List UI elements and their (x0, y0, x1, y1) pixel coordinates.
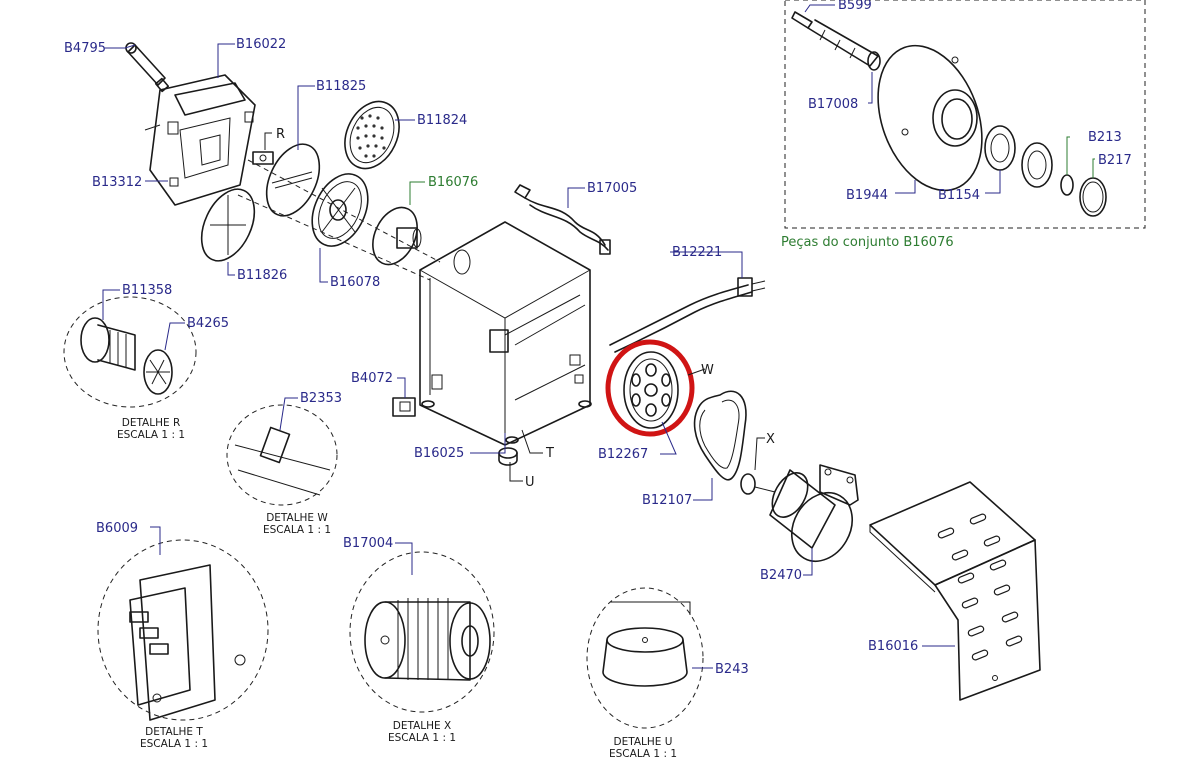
detail-r-scale: ESCALA 1 : 1 (117, 429, 185, 441)
hopper-b16022-part (144, 74, 256, 206)
slicer-disc-b11825-part (265, 143, 321, 217)
label-b16022: B16022 (236, 37, 286, 52)
shaft-b599-part (791, 11, 881, 71)
detail-w-title: DETALHE W (266, 512, 328, 524)
label-b11358: B11358 (122, 283, 172, 298)
disc-b11826-part (200, 188, 256, 262)
label-b17005: B17005 (587, 181, 637, 196)
label-b12221: B12221 (672, 245, 722, 260)
power-cable-b12221-part (609, 277, 766, 353)
detail-r-title: DETALHE R (122, 417, 181, 429)
label-b2470: B2470 (760, 568, 802, 583)
detail-u-title: DETALHE U (614, 736, 673, 748)
pulley-b12267-part (623, 351, 679, 429)
circlip-b217-part (1079, 177, 1107, 217)
snap-ring-b213-part (1060, 174, 1074, 196)
label-b12107: B12107 (642, 493, 692, 508)
label-r: R (276, 127, 285, 142)
label-b16025: B16025 (414, 446, 464, 461)
detail-u-view: DETALHE U ESCALA 1 : 1 (586, 587, 704, 760)
wire-harness-b17005-part (514, 184, 611, 255)
label-t: T (545, 446, 554, 461)
inset-caption: Peças do conjunto B16076 (781, 235, 954, 250)
grater-disc-b11824-part (344, 100, 400, 170)
part-labels: B4795 B16022 B11825 B11824 R B13312 B160… (64, 37, 918, 677)
label-b2353: B2353 (300, 391, 342, 406)
leader-lines (102, 43, 955, 669)
label-b6009: B6009 (96, 521, 138, 536)
label-x: X (766, 432, 775, 447)
label-b17004: B17004 (343, 536, 393, 551)
detail-w-scale: ESCALA 1 : 1 (263, 524, 331, 536)
label-b11826: B11826 (237, 268, 287, 283)
detail-x-scale: ESCALA 1 : 1 (388, 732, 456, 744)
belt-b12107-part (693, 390, 747, 481)
detail-w-view: DETALHE W ESCALA 1 : 1 (226, 404, 338, 536)
detail-x-title: DETALHE X (393, 720, 451, 732)
label-b4795: B4795 (64, 41, 106, 56)
detail-x-view: DETALHE X ESCALA 1 : 1 (349, 551, 495, 744)
foot-u-part (498, 447, 518, 466)
detail-t-title: DETALHE T (145, 726, 203, 738)
label-b13312: B13312 (92, 175, 142, 190)
label-b12267: B12267 (598, 447, 648, 462)
label-b11824: B11824 (417, 113, 467, 128)
detail-t-view: DETALHE T ESCALA 1 : 1 (97, 539, 269, 750)
hub-b16076-part (372, 206, 422, 266)
spindle-r-part (252, 151, 274, 165)
label-b213: B213 (1088, 130, 1122, 145)
label-b4072: B4072 (351, 371, 393, 386)
label-b599: B599 (838, 0, 872, 13)
pulley-highlight-circle (605, 339, 695, 437)
switch-b4072-part (392, 397, 416, 417)
disc-holder-b16078-part (311, 173, 369, 247)
label-b16016: B16016 (868, 639, 918, 654)
label-b17008: B17008 (808, 97, 858, 112)
flange-b1944-part (877, 44, 983, 192)
cover-b16016-part (869, 481, 1041, 701)
detail-r-view: DETALHE R ESCALA 1 : 1 (63, 296, 197, 441)
label-b1154: B1154 (938, 188, 980, 203)
label-b11825: B11825 (316, 79, 366, 94)
detail-u-scale: ESCALA 1 : 1 (609, 748, 677, 760)
bearing-b1154-part (984, 125, 1053, 188)
handle-b4795-part (125, 42, 170, 93)
motor-b2470-part (740, 464, 859, 562)
label-w: W (701, 363, 714, 378)
detail-t-scale: ESCALA 1 : 1 (140, 738, 208, 750)
label-u: U (525, 475, 535, 490)
label-b1944: B1944 (846, 188, 888, 203)
label-b16078: B16078 (330, 275, 380, 290)
frame-b16025-part (419, 221, 592, 446)
label-b4265: B4265 (187, 316, 229, 331)
label-b217: B217 (1098, 153, 1132, 168)
label-b16076: B16076 (428, 175, 478, 190)
label-b243: B243 (715, 662, 749, 677)
inset-panel-b16076: B599 B17008 B1944 B1154 B213 B217 Peças … (781, 0, 1146, 250)
